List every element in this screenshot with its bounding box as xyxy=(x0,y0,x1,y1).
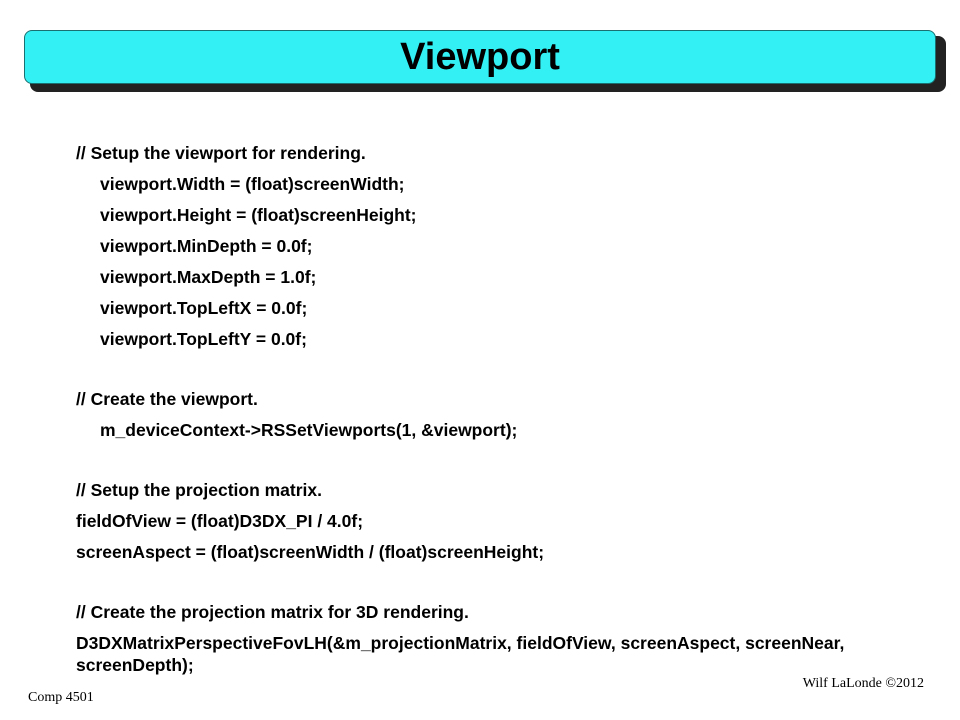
slide-title: Viewport xyxy=(400,36,560,78)
code-line: m_deviceContext->RSSetViewports(1, &view… xyxy=(100,420,518,440)
code-line: // Create the viewport. xyxy=(76,389,258,409)
footer-author: Wilf LaLonde ©2012 xyxy=(802,676,924,691)
code-line: fieldOfView = (float)D3DX_PI / 4.0f; xyxy=(76,511,364,531)
blank-line xyxy=(76,357,936,386)
code-line: // Setup the viewport for rendering. xyxy=(76,143,366,163)
footer-course: Comp 4501 xyxy=(28,690,94,705)
code-line: screenAspect = (float)screenWidth / (flo… xyxy=(76,542,545,562)
code-line: viewport.Width = (float)screenWidth; xyxy=(100,174,405,194)
code-line: // Setup the projection matrix. xyxy=(76,480,323,500)
blank-line xyxy=(76,570,936,599)
code-line: // Create the projection matrix for 3D r… xyxy=(76,602,469,622)
code-line: viewport.TopLeftX = 0.0f; xyxy=(100,298,308,318)
code-line: viewport.Height = (float)screenHeight; xyxy=(100,205,417,225)
code-block: // Setup the viewport for rendering. vie… xyxy=(76,140,936,676)
blank-line xyxy=(76,448,936,477)
title-box xyxy=(24,30,936,84)
code-line: viewport.TopLeftY = 0.0f; xyxy=(100,329,307,349)
code-line: viewport.MaxDepth = 1.0f; xyxy=(100,267,317,287)
code-line: D3DXMatrixPerspectiveFovLH(&m_projection… xyxy=(76,633,845,675)
code-line: viewport.MinDepth = 0.0f; xyxy=(100,236,313,256)
